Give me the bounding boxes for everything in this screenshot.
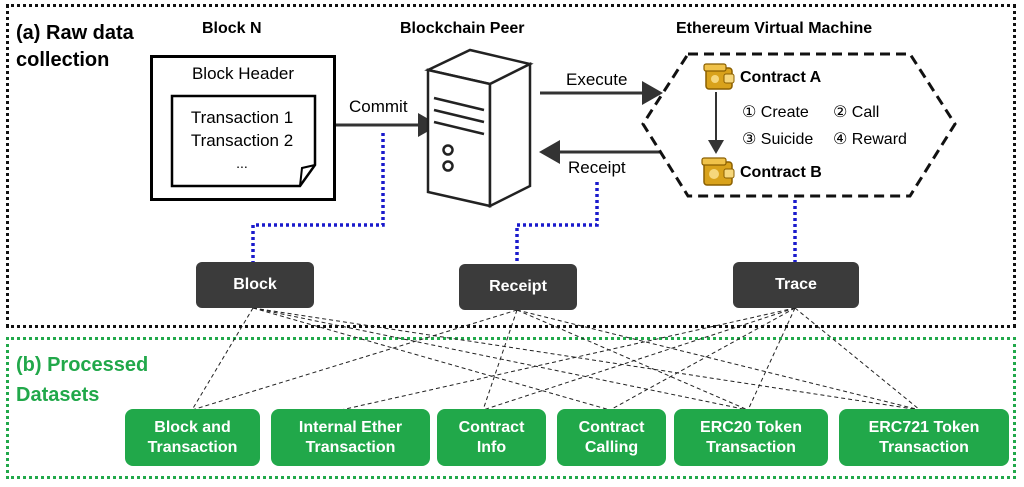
transaction-list-shape: [170, 94, 317, 188]
block-source-box: Block: [196, 262, 314, 308]
block-header-label: Block Header: [191, 64, 295, 83]
processed-datasets-section-frame: [6, 337, 1016, 479]
dataset-label: Block and Transaction: [147, 418, 238, 456]
transaction-item: Transaction 2: [190, 131, 294, 150]
dataset-label: Contract Calling: [578, 418, 645, 456]
trace-source-box: Trace: [733, 262, 859, 308]
block-source-label: Block: [233, 276, 277, 293]
dataset-mapping-lines: [191, 307, 921, 411]
wallet-icon-contract-a: [703, 63, 735, 90]
dataset-label: ERC20 Token Transaction: [700, 418, 802, 456]
contract-b-label: Contract B: [740, 164, 822, 181]
operation-reward: ④ Reward: [833, 131, 907, 148]
receipt-source-label: Receipt: [489, 278, 547, 295]
receipt-label: Receipt: [568, 158, 626, 177]
block-n-box: [150, 55, 336, 201]
block-source-connector: [251, 133, 385, 262]
execute-label: Execute: [566, 70, 628, 89]
dataset-label: Internal Ether Transaction: [298, 418, 403, 456]
operation-suicide: ③ Suicide: [742, 131, 814, 148]
block-n-header: Block N: [202, 20, 262, 37]
dataset-contract-calling: Contract Calling: [557, 409, 666, 466]
receipt-source-box: Receipt: [459, 264, 577, 310]
wallet-icon-contract-b: [701, 157, 735, 186]
dataset-internal-ether-transaction: Internal Ether Transaction: [271, 409, 430, 466]
server-icon: [424, 48, 534, 209]
dataset-erc20-token-transaction: ERC20 Token Transaction: [674, 409, 828, 466]
receipt-source-connector: [515, 182, 599, 264]
dataset-label: ERC721 Token Transaction: [868, 418, 980, 456]
contract-a-label: Contract A: [740, 69, 822, 86]
blockchain-peer-header: Blockchain Peer: [400, 20, 525, 37]
evm-header: Ethereum Virtual Machine: [676, 20, 873, 37]
transaction-item: ...: [236, 155, 248, 171]
dataset-contract-info: Contract Info: [437, 409, 546, 466]
trace-source-label: Trace: [775, 276, 817, 293]
processed-datasets-section-title: (b) Processed Datasets: [16, 354, 149, 406]
commit-label: Commit: [349, 97, 408, 116]
dataset-block-and-transaction: Block and Transaction: [125, 409, 260, 466]
dataset-erc721-token-transaction: ERC721 Token Transaction: [839, 409, 1009, 466]
operation-call: ② Call: [833, 104, 880, 121]
dataset-label: Contract Info: [458, 418, 525, 456]
raw-data-section-title: (a) Raw data collection: [16, 22, 134, 71]
transaction-list: Transaction 1 Transaction 2 ...: [172, 106, 312, 174]
transaction-item: Transaction 1: [190, 108, 294, 127]
operation-create: ① Create: [742, 104, 809, 121]
